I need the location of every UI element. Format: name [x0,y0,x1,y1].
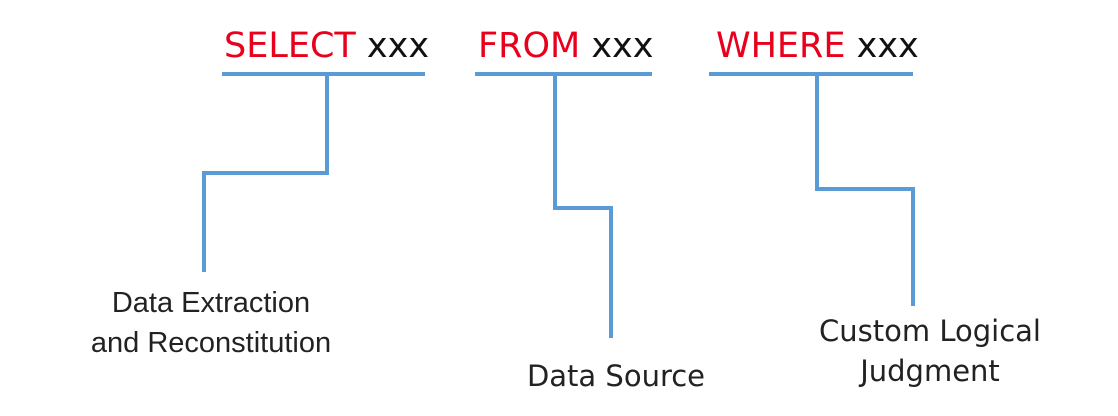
select-description: Data Extraction and Reconstitution [66,283,356,363]
from-description: Data Source [506,356,726,396]
where-description-line1: Custom Logical [819,314,1041,348]
select-placeholder: xxx [366,26,430,66]
select-description-line2: and Reconstitution [90,327,332,359]
from-clause: FROM xxx [478,24,653,68]
where-placeholder: xxx [856,26,919,66]
select-clause: SELECT xxx [224,24,429,68]
select-keyword: SELECT [224,26,356,66]
from-description-line1: Data Source [526,359,706,393]
where-connector [815,74,915,306]
select-connector [202,74,329,272]
from-connector [553,74,613,338]
where-keyword: WHERE [716,26,846,66]
where-description: Custom Logical Judgment [800,311,1060,391]
where-description-line2: Judgment [860,354,1000,388]
from-keyword: FROM [478,26,581,66]
where-clause: WHERE xxx [716,24,919,68]
from-placeholder: xxx [591,26,654,66]
select-description-line1: Data Extraction [111,287,311,319]
